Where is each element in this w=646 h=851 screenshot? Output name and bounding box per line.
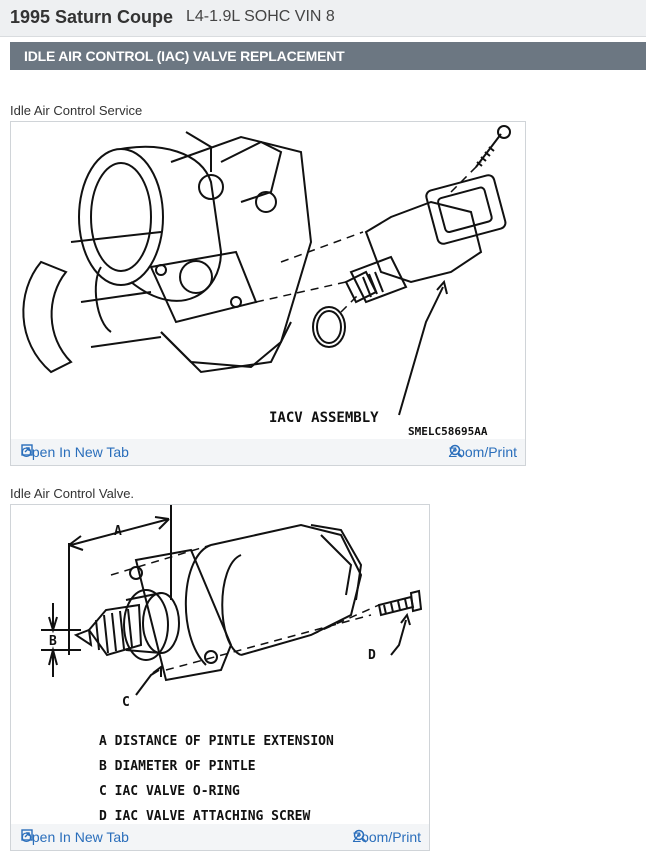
vehicle-header: 1995 Saturn Coupe L4-1.9L SOHC VIN 8 — [0, 0, 646, 37]
legend-c: C IAC VALVE O-RING — [99, 784, 240, 799]
figure-1-caption: Idle Air Control Service — [10, 103, 143, 118]
legend-a: A DISTANCE OF PINTLE EXTENSION — [99, 734, 334, 749]
zoom-icon — [353, 829, 367, 843]
open-new-tab-link[interactable]: Open In New Tab — [21, 829, 129, 845]
iac-valve-diagram: A B C D A DISTANCE OF PINTLE EXTENSION B… — [41, 505, 423, 824]
iacv-assembly-label: IACV ASSEMBLY — [269, 410, 379, 426]
figure-2-caption: Idle Air Control Valve. — [10, 486, 135, 501]
open-new-tab-label: Open In New Tab — [21, 444, 129, 460]
open-new-tab-label: Open In New Tab — [21, 829, 129, 845]
engine-subtitle: L4-1.9L SOHC VIN 8 — [186, 8, 335, 25]
legend-d: D IAC VALVE ATTACHING SCREW — [99, 809, 310, 824]
callout-d: D — [368, 648, 376, 663]
iac-service-diagram: IACV ASSEMBLY SMELC58695AA — [22, 125, 511, 438]
callout-b: B — [49, 634, 57, 649]
open-new-tab-icon — [21, 829, 33, 841]
figure-1: IACV ASSEMBLY SMELC58695AA Open In New T… — [10, 121, 526, 466]
section-title: IDLE AIR CONTROL (IAC) VALVE REPLACEMENT — [24, 48, 345, 64]
zoom-print-label: Zoom/Print — [448, 444, 517, 460]
callout-c: C — [122, 695, 130, 710]
open-new-tab-link[interactable]: Open In New Tab — [21, 444, 129, 460]
vehicle-title: 1995 Saturn Coupe — [10, 7, 174, 27]
zoom-icon — [449, 444, 463, 458]
figure-1-footer: Open In New Tab Zoom/Print — [11, 439, 525, 465]
diagram-code-label: SMELC58695AA — [408, 425, 488, 438]
zoom-print-link[interactable]: Zoom/Print — [449, 444, 517, 460]
figure-2: A B C D A DISTANCE OF PINTLE EXTENSION B… — [10, 504, 430, 851]
section-header: IDLE AIR CONTROL (IAC) VALVE REPLACEMENT — [10, 42, 646, 70]
callout-a: A — [114, 524, 122, 539]
legend-b: B DIAMETER OF PINTLE — [99, 759, 256, 774]
zoom-print-link[interactable]: Zoom/Print — [353, 829, 421, 845]
open-new-tab-icon — [21, 444, 33, 456]
figure-2-footer: Open In New Tab Zoom/Print — [11, 824, 429, 850]
